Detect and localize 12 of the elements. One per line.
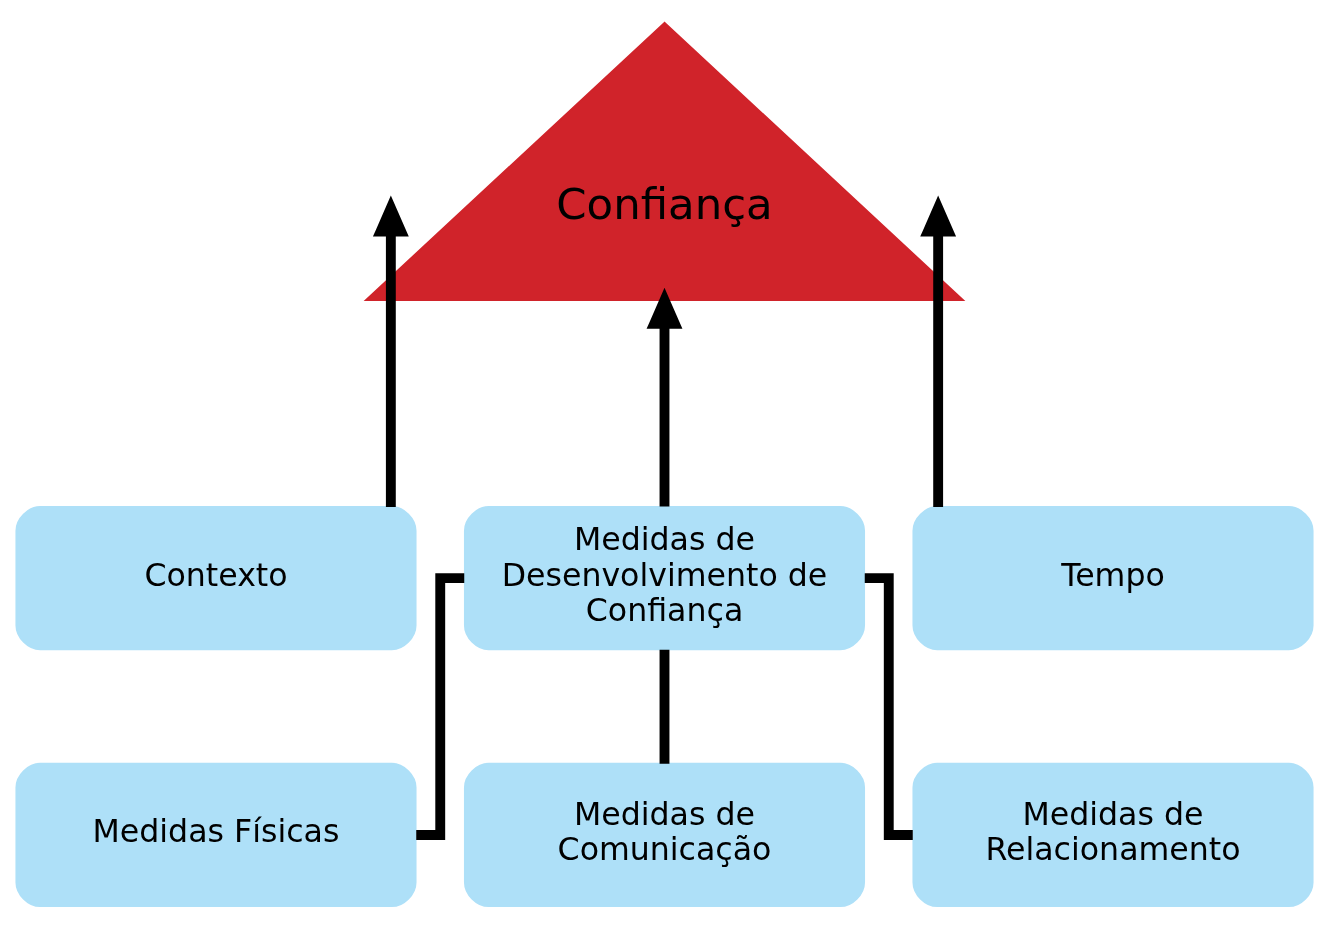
node-box: Contexto [15,505,417,650]
node-box: Medidas Físicas [15,762,417,907]
connector [416,572,465,840]
connector [659,649,670,764]
arrow [920,195,957,507]
arrow [372,195,409,507]
node-box: Medidas de Comunicação [463,762,866,907]
arrow [646,287,683,506]
node-box: Tempo [912,505,1314,650]
node-box: Medidas de Desenvolvimento de Confiança [463,505,866,650]
connector [864,572,913,840]
node-box: Medidas de Relacionamento [912,762,1314,907]
